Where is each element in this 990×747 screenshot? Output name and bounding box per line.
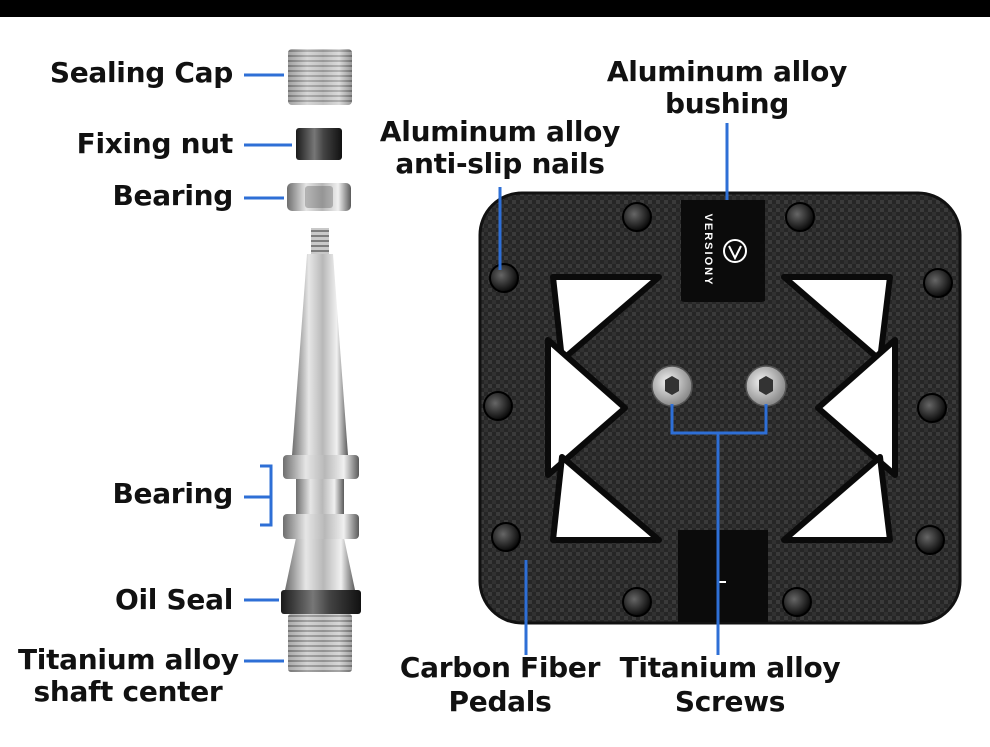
bottom-plate bbox=[678, 530, 768, 622]
cutout-mid-left bbox=[545, 337, 628, 478]
label-nails-line1: Aluminum alloy bbox=[379, 115, 621, 148]
brand-logo-text: VERSIONY bbox=[702, 213, 714, 287]
oil-seal-part bbox=[281, 590, 361, 614]
left-leader-lines bbox=[244, 73, 292, 663]
anti-slip-nails bbox=[483, 202, 953, 617]
top-black-bar bbox=[0, 0, 990, 17]
sealing-cap-part bbox=[288, 49, 352, 105]
fixing-nut-part bbox=[296, 128, 342, 160]
spindle-bearing-lower bbox=[283, 514, 359, 539]
label-screws-line1: Titanium alloy bbox=[619, 651, 841, 684]
v-shield-icon bbox=[723, 239, 747, 263]
label-nails-line2: anti-slip nails bbox=[395, 147, 605, 180]
label-oil-seal: Oil Seal bbox=[115, 583, 233, 616]
label-bushing-line2: bushing bbox=[664, 87, 790, 120]
cutout-mid-right bbox=[815, 337, 898, 478]
label-carbon-line2: Pedals bbox=[448, 685, 552, 718]
label-carbon-line1: Carbon Fiber bbox=[399, 651, 601, 684]
label-fixing-nut: Fixing nut bbox=[76, 127, 234, 160]
top-bearing-part bbox=[287, 183, 351, 211]
label-bearing-top: Bearing bbox=[112, 179, 233, 212]
right-leader-lines bbox=[498, 123, 768, 655]
spindle-bearing-upper bbox=[283, 455, 359, 479]
cutout-top-right bbox=[781, 274, 893, 363]
label-screws-line2: Screws bbox=[674, 685, 786, 718]
label-shaft-line1: Titanium alloy bbox=[18, 643, 239, 676]
label-bearing-mid: Bearing bbox=[112, 477, 233, 510]
cutout-top-left bbox=[550, 274, 662, 363]
cutout-bottom-left bbox=[550, 454, 662, 543]
label-shaft-line2: shaft center bbox=[33, 675, 223, 708]
brand-logo bbox=[723, 239, 747, 263]
label-bushing-line1: Aluminum alloy bbox=[606, 55, 848, 88]
spindle-shaft bbox=[285, 228, 355, 672]
carbon-pedal bbox=[478, 191, 962, 625]
cutout-bottom-right bbox=[781, 454, 893, 543]
label-sealing-cap: Sealing Cap bbox=[49, 56, 233, 89]
